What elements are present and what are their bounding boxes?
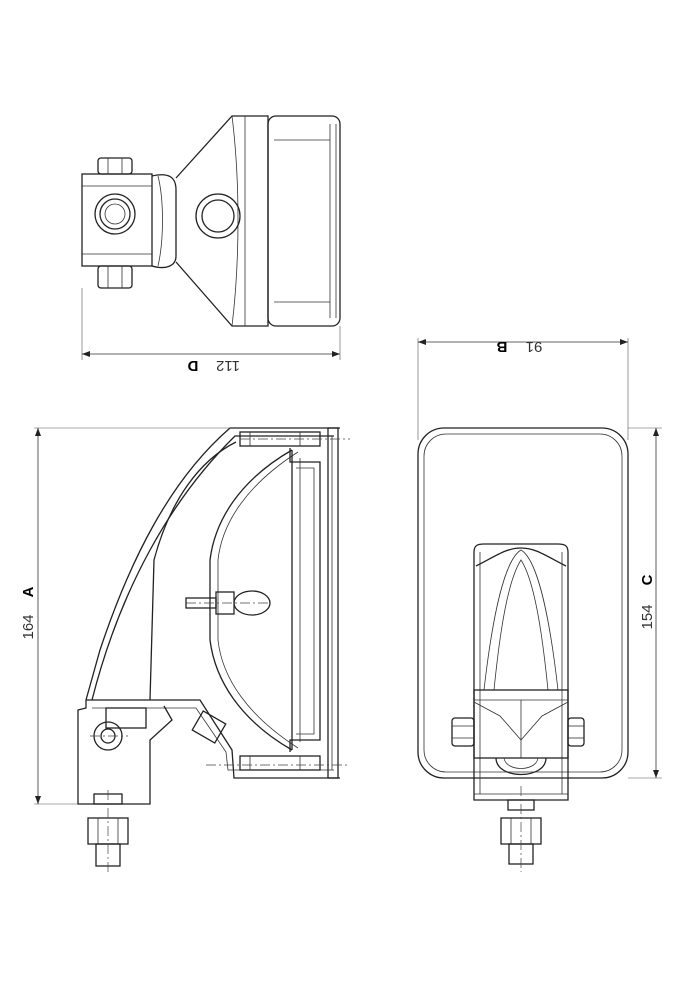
- side-view: 164 A: [20, 427, 350, 875]
- dim-b-letter: B: [496, 338, 507, 355]
- dim-a-value: 164: [20, 614, 37, 639]
- dim-c-letter: C: [639, 574, 656, 585]
- front-view: 91 B 154 C: [417, 338, 662, 872]
- dim-d-value: 112: [216, 357, 240, 374]
- dim-b-value: 91: [526, 338, 543, 355]
- dim-d-letter: D: [187, 357, 198, 374]
- dim-a-letter: A: [20, 586, 37, 597]
- dim-c-value: 154: [639, 604, 656, 629]
- top-view: 112 D: [81, 115, 341, 374]
